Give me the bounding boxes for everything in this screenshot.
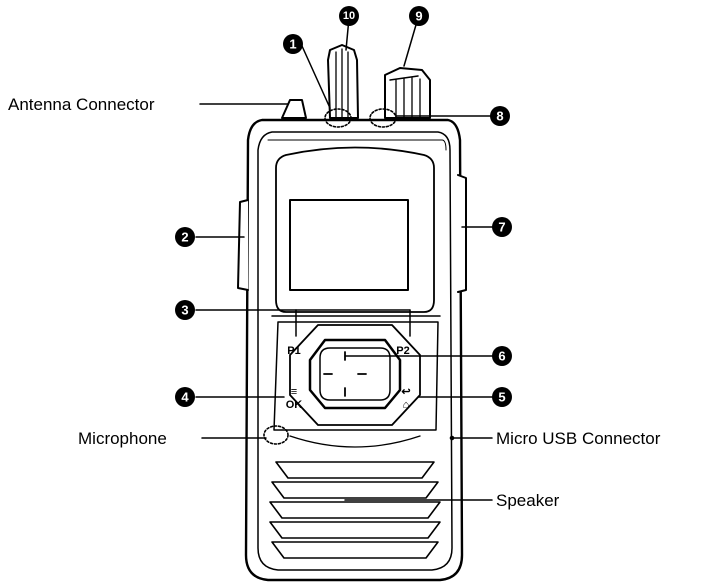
microphone-circle xyxy=(263,425,289,445)
callout-badge-2: 2 xyxy=(175,227,195,247)
callout-circle-8 xyxy=(369,108,397,128)
svg-text:1: 1 xyxy=(289,37,296,52)
menu-key-symbol[interactable]: ≡ xyxy=(291,386,297,398)
microphone-label: Microphone xyxy=(78,429,167,448)
p2-key-label[interactable]: P2 xyxy=(396,345,409,357)
side-button-2[interactable] xyxy=(237,199,249,291)
nav-pad[interactable] xyxy=(289,324,421,426)
micro-usb-connector-label: Micro USB Connector xyxy=(496,429,661,448)
lcd-screen xyxy=(289,199,409,291)
svg-text:4: 4 xyxy=(181,390,189,405)
ok-key-label[interactable]: OK xyxy=(286,399,303,411)
callout-badge-3: 3 xyxy=(175,300,195,320)
svg-text:5: 5 xyxy=(498,390,505,405)
svg-text:10: 10 xyxy=(343,10,355,22)
svg-text:2: 2 xyxy=(181,230,188,245)
speaker-grille xyxy=(269,461,441,559)
p1-key-label[interactable]: P1 xyxy=(287,345,300,357)
callout-badge-8: 8 xyxy=(490,106,510,126)
callout-badge-6: 6 xyxy=(492,346,512,366)
callout-badge-9: 9 xyxy=(409,6,429,26)
callout-circle-1 xyxy=(324,108,352,128)
antenna-connector-stub xyxy=(281,99,307,119)
callout-badge-10: 10 xyxy=(339,6,359,26)
antenna-connector-label: Antenna Connector xyxy=(8,95,155,114)
volume-knob-9[interactable] xyxy=(384,67,431,119)
screen-bezel xyxy=(275,146,435,313)
side-button-7[interactable] xyxy=(457,174,467,293)
callout-badge-1: 1 xyxy=(283,34,303,54)
svg-text:3: 3 xyxy=(181,303,188,318)
callout-badge-5: 5 xyxy=(492,387,512,407)
speaker-label: Speaker xyxy=(496,491,560,510)
svg-text:6: 6 xyxy=(498,349,505,364)
antenna-knob-10[interactable] xyxy=(327,44,359,119)
keypad-frame xyxy=(271,315,441,448)
home-key-symbol[interactable]: ⌂ xyxy=(403,399,410,411)
callout-badge-4: 4 xyxy=(175,387,195,407)
callout-badge-7: 7 xyxy=(492,217,512,237)
svg-text:7: 7 xyxy=(498,220,505,235)
leader-lines xyxy=(195,17,493,501)
svg-text:8: 8 xyxy=(496,109,503,124)
back-key-symbol[interactable]: ↩ xyxy=(401,386,410,398)
svg-text:9: 9 xyxy=(415,9,422,24)
